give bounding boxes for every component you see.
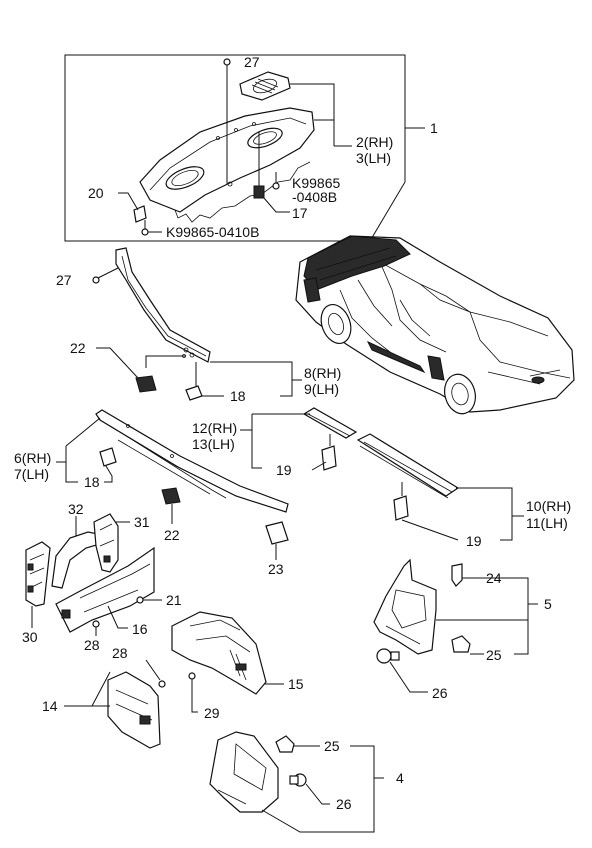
leader-14 [64,671,111,707]
callout-25-upper: 25 [486,647,502,663]
clip-21 [136,596,162,604]
clip-18-upper [185,362,224,401]
callout-18-lower: 18 [84,474,100,490]
leader-10-11 [456,487,524,541]
callout-19-lower: 19 [466,533,482,549]
callout-22-lower: 22 [164,527,180,543]
callout-9-lh: 9(LH) [304,381,339,397]
screw-k99865-0408b [272,172,280,190]
clip-18-lower [99,447,117,483]
callout-31: 31 [134,514,150,530]
side-sill-trim-6-7 [95,409,289,513]
callout-k99865-0410b: K99865-0410B [166,224,259,240]
leader-19b [401,519,459,541]
quarter-trim-31 [93,513,119,573]
callout-29: 29 [204,705,220,721]
clip-22-upper [96,347,186,393]
kick-panel-4 [209,731,279,813]
clip-20 [118,192,147,223]
leader-12-13 [240,413,310,469]
callout-k99865: K99865 [292,175,340,191]
leader-16 [107,605,128,629]
trim-panel-15 [171,611,267,695]
callout-2-rh: 2(RH) [356,134,393,150]
callout-28-upper: 28 [112,645,128,661]
callout-23: 23 [268,561,284,577]
leader-6-7 [56,417,101,483]
sedan-car-illustration [295,235,575,415]
group-1-frame [64,54,406,242]
callout-25-lower: 25 [324,738,340,754]
callout-6-rh: 6(RH) [14,450,51,466]
callout-14: 14 [42,698,58,714]
callout-12-rh: 12(RH) [192,420,237,436]
callout-22-upper: 22 [70,340,86,356]
leader-8-9 [210,361,302,397]
clip-25-lower [275,735,320,753]
leader-27b [95,267,119,280]
callout-10-rh: 10(RH) [526,498,571,514]
screw-29 [188,672,198,713]
screw-k99865-0410b [141,220,162,236]
clip-17 [253,132,290,213]
clip-23 [265,521,289,560]
callout-1: 1 [430,120,438,136]
leader-4 [261,745,384,833]
callout-24: 24 [486,570,502,586]
callout-27-mid: 27 [56,272,72,288]
leader-2-3 [290,83,352,147]
callout-7-lh: 7(LH) [14,466,49,482]
callout-13-lh: 13(LH) [192,436,235,452]
callout-16: 16 [132,621,148,637]
callout-11-lh: 11(LH) [526,515,568,531]
callout-27-top: 27 [244,54,260,70]
callout-5: 5 [544,596,552,612]
screw-28-upper [145,659,166,688]
rear-trim-panel-16 [55,546,155,633]
clip-25-upper [451,635,484,655]
callout-21: 21 [166,592,182,608]
wheelhouse-trim-32 [51,531,101,589]
callout-8-rh: 8(RH) [304,365,341,381]
trim-panel-14 [107,671,161,749]
bolt-27-top [223,58,231,184]
callout-15: 15 [288,676,304,692]
callout-30: 30 [22,629,38,645]
screw-26-lower [289,773,330,805]
scuff-plate-10-11 [356,433,460,499]
speaker-grille-cover [239,71,291,101]
callout-0408b: -0408B [292,189,337,205]
screw-28-lower [92,620,100,636]
clip-19-upper [321,434,337,471]
leader-5 [436,577,538,655]
callout-20: 20 [88,185,104,201]
callout-17: 17 [292,205,308,221]
kick-panel-5 [373,558,437,655]
callout-4: 4 [396,770,404,786]
clip-24 [451,563,514,587]
quarter-trim-30 [25,541,51,607]
clip-22-lower [161,487,181,524]
callout-18-upper: 18 [230,388,246,404]
callout-26-upper: 26 [432,685,448,701]
callout-32: 32 [68,501,84,517]
scuff-plate-12-13 [302,407,358,439]
screw-26-upper [376,648,428,693]
callout-19-upper: 19 [276,462,292,478]
pillar-trim-8-9 [115,247,211,363]
leader-19a [311,461,327,471]
callout-26-lower: 26 [336,796,352,812]
callout-3-lh: 3(LH) [356,150,391,166]
callout-28-lower: 28 [84,637,100,653]
clip-19-lower [393,482,409,521]
